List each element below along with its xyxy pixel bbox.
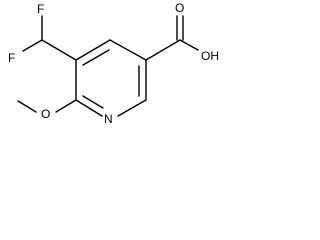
bond-c2-n (117, 99, 147, 117)
ring-nitrogen-label: N (104, 112, 113, 126)
bond-c6-o (55, 99, 77, 113)
carbonyl-oxygen-label: O (175, 1, 184, 15)
chemical-structure: F F O OH O N (8, 1, 219, 126)
bond-c4-c3 (109, 39, 147, 61)
pyridine-ring (75, 39, 147, 117)
fluorine-left-label: F (8, 51, 15, 65)
bond-o-ch3 (17, 100, 37, 113)
methoxy-oxygen-label: O (41, 107, 50, 121)
bond-c5-chf2 (41, 39, 77, 61)
bond-c5-c4 (75, 39, 111, 61)
fluorine-top-label: F (37, 2, 44, 16)
bond-n-c6 (75, 99, 103, 117)
bond-c-oh (179, 39, 199, 51)
carboxylic-acid-group: O OH (145, 1, 219, 63)
double-bond-c6-n (82, 95, 104, 109)
methoxy-group: O (17, 99, 77, 121)
hydroxyl-label: OH (201, 49, 219, 63)
bond-c3-cooh (145, 39, 181, 61)
difluoromethyl-group: F F (8, 2, 77, 65)
double-bond-c5-c4 (82, 49, 110, 66)
bond-c-f-left (22, 39, 43, 52)
